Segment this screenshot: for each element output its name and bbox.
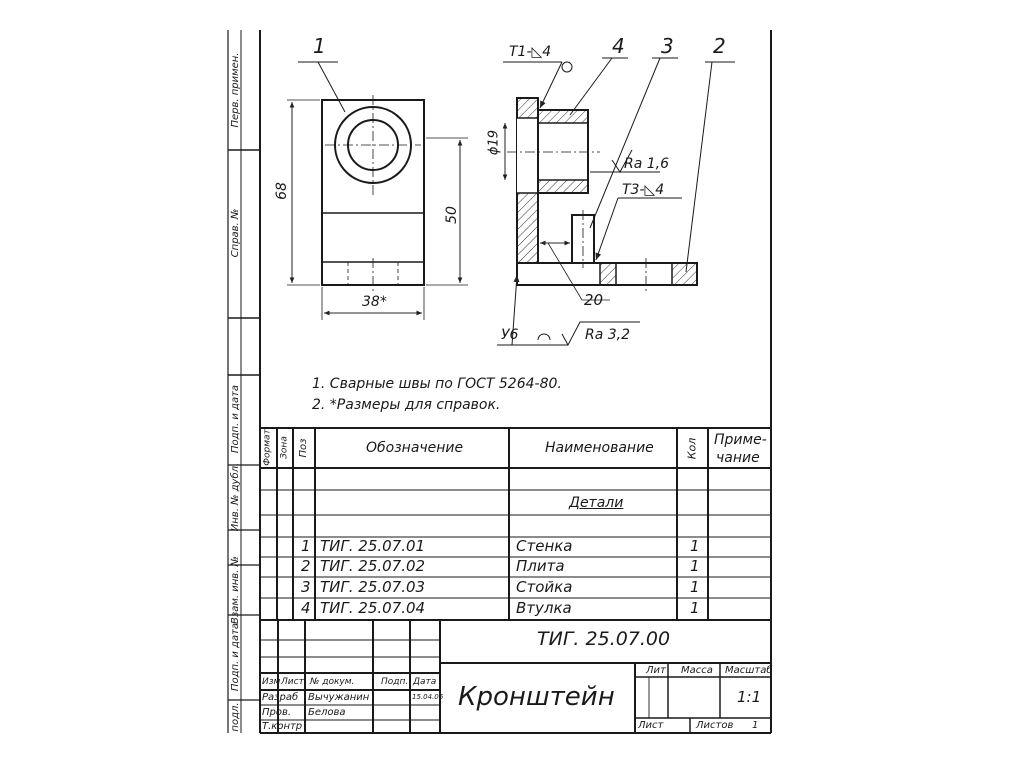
part-label-4: 4 [612, 34, 625, 58]
row-2-poz: 2 [301, 557, 311, 575]
weld-mark-t1: Т1-◺4 [509, 44, 552, 60]
listov-value: 1 [752, 720, 759, 731]
row-3-qty: 1 [690, 578, 700, 596]
part-label-2: 2 [713, 34, 726, 58]
label-massa: Масса [681, 665, 713, 676]
title-block-grid [259, 620, 771, 734]
header-oboznachenie: Обозначение [366, 440, 464, 456]
row-3-code: ТИГ. 25.07.03 [320, 578, 426, 596]
row-4-code: ТИГ. 25.07.04 [320, 599, 426, 617]
header-zona: Зона [279, 436, 290, 459]
front-view [287, 61, 468, 320]
header-primechanie-2: чание [716, 450, 760, 466]
col-izm: Изм [262, 677, 281, 687]
header-naimenovanie: Наименование [545, 440, 654, 456]
label-lit: Лит [646, 665, 666, 676]
header-poz: Поз [298, 438, 309, 458]
spec-table-grid [260, 427, 771, 621]
col-docum: № докум. [310, 677, 355, 687]
stamp-inv-dubl: Инв. № дубл. [230, 462, 241, 532]
header-kol: Кол [685, 437, 699, 460]
row-tkontr: Т.контр [262, 721, 303, 732]
row-1-code: ТИГ. 25.07.01 [320, 537, 426, 555]
row-2-name: Плита [516, 557, 565, 575]
scale-value: 1:1 [737, 688, 762, 706]
weld-mark-t3: Т3-◺4 [622, 182, 665, 198]
note-2: 2. *Размеры для справок. [312, 397, 501, 413]
roughness-ra32: Ra 3,2 [585, 327, 631, 343]
frame [227, 30, 772, 733]
drawing-title: Кронштейн [458, 682, 615, 712]
weld-mark-u6: У6 [501, 327, 519, 343]
dim-50: 50 [444, 206, 460, 224]
prov-name: Белова [308, 707, 346, 718]
stamp-sprav-no: Справ. № [230, 208, 241, 258]
side-view [497, 57, 735, 347]
stamp-podp-data-2: Подп. и дата [230, 622, 241, 692]
row-1-name: Стенка [516, 537, 573, 555]
col-data: Дата [413, 677, 437, 687]
dim-diam-19: ϕ19 [486, 129, 502, 156]
razrab-date: 15.04.06 [412, 693, 444, 701]
label-masshtab: Масштаб [725, 665, 773, 676]
section-title: Детали [569, 495, 624, 511]
header-primechanie-1: Приме- [714, 432, 767, 448]
col-podp: Подп. [381, 677, 409, 687]
row-4-poz: 4 [301, 599, 311, 617]
part-label-3: 3 [661, 34, 674, 58]
row-2-qty: 1 [690, 557, 700, 575]
row-1-poz: 1 [301, 537, 311, 555]
row-2-code: ТИГ. 25.07.02 [320, 557, 426, 575]
row-3-poz: 3 [301, 578, 311, 596]
dim-20: 20 [584, 291, 604, 309]
roughness-ra16: Ra 1,6 [624, 156, 670, 172]
col-list: Лист [281, 677, 304, 687]
row-4-name: Втулка [516, 599, 572, 617]
row-prov: Пров. [262, 707, 292, 718]
dim-38: 38* [362, 294, 387, 310]
row-razrab: Разраб [262, 692, 299, 703]
row-3-name: Стойка [516, 578, 573, 596]
stamp-podp-data-1: Подп. и дата [230, 384, 241, 454]
stamp-podl: подл. [230, 702, 241, 732]
label-list: Лист [638, 720, 664, 731]
dim-68: 68 [274, 182, 290, 200]
row-1-qty: 1 [690, 537, 700, 555]
razrab-name: Вычужанин [308, 692, 370, 703]
header-format: Формат [262, 429, 273, 466]
note-1: 1. Сварные швы по ГОСТ 5264-80. [312, 376, 562, 392]
doc-code: ТИГ. 25.07.00 [537, 628, 671, 650]
stamp-perv-primen: Перв. примен. [230, 52, 241, 128]
label-listov: Листов [696, 720, 734, 731]
part-label-1: 1 [313, 34, 326, 58]
row-4-qty: 1 [690, 599, 700, 617]
